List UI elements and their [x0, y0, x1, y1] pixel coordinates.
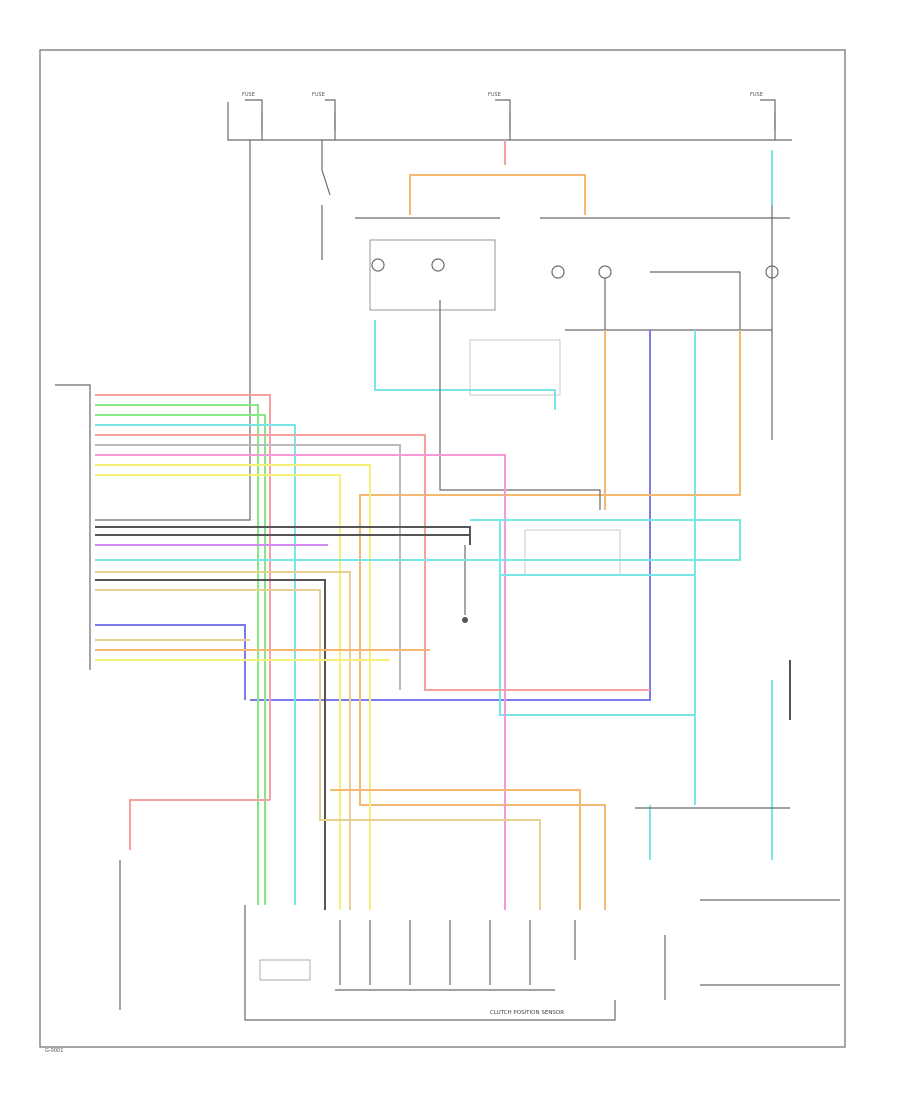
sensor-caption: CLUTCH POSITION SENSOR [490, 1010, 564, 1016]
feed-wires [95, 140, 790, 521]
center-module [462, 339, 621, 623]
fuse-label-2: FUSE [312, 92, 325, 98]
footer-code: G-0001 [45, 1048, 63, 1054]
fuse-label-1: FUSE [242, 92, 255, 98]
lower-section: CLUTCH POSITION SENSOR [119, 520, 840, 1021]
module-outputs [250, 300, 741, 910]
diagram-frame [39, 49, 846, 1048]
lamp-cluster [369, 239, 779, 331]
fuse-row: FUSE FUSE FUSE FUSE [227, 92, 792, 141]
fuse-label-4: FUSE [750, 92, 763, 98]
switch-contacts [339, 920, 576, 985]
fuse-label-3: FUSE [488, 92, 501, 98]
left-connector-wires [55, 384, 741, 910]
